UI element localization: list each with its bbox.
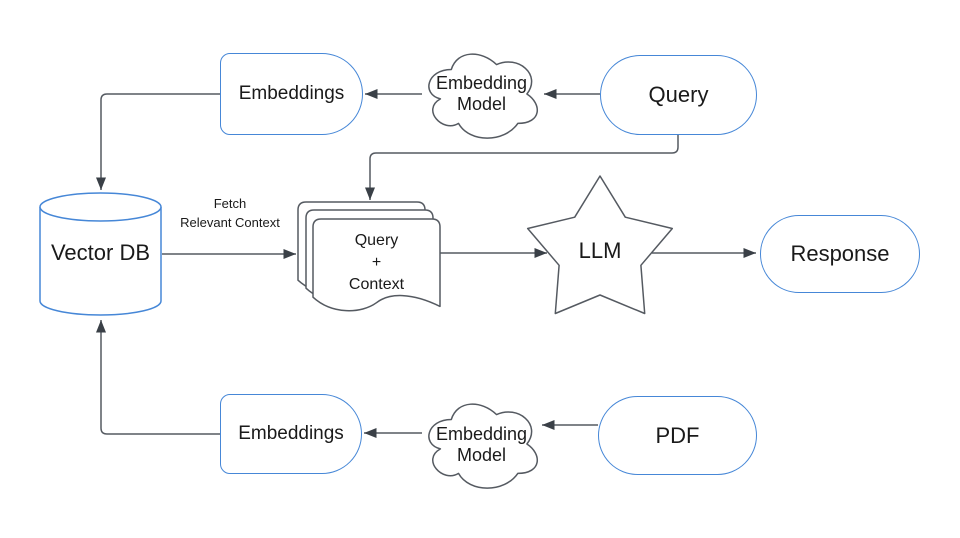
llm-star-shape xyxy=(526,175,674,315)
query-label: Query xyxy=(648,82,709,107)
response-label: Response xyxy=(790,241,890,266)
pdf-label: PDF xyxy=(655,422,700,448)
arrow-embeddings-bottom-to-vector-db xyxy=(96,320,220,435)
arrow-embeddings-top-to-vector-db xyxy=(96,93,220,190)
node-embeddings-bottom: Embeddings xyxy=(220,394,362,474)
embedding-model-bottom-cloud xyxy=(428,403,538,489)
node-response: Response xyxy=(760,215,920,293)
node-embeddings-top: Embeddings xyxy=(220,53,363,135)
embedding-model-top-cloud xyxy=(428,53,538,139)
node-query: Query xyxy=(600,55,757,135)
arrow-query-to-query-context xyxy=(365,135,679,200)
vector-db-cylinder-top xyxy=(39,192,162,222)
query-context-doc-front xyxy=(312,218,441,312)
embeddings-top-label: Embeddings xyxy=(238,83,345,104)
embeddings-bottom-label: Embeddings xyxy=(238,423,344,444)
vector-db-cylinder-shape xyxy=(39,207,162,316)
node-pdf: PDF xyxy=(598,396,757,475)
